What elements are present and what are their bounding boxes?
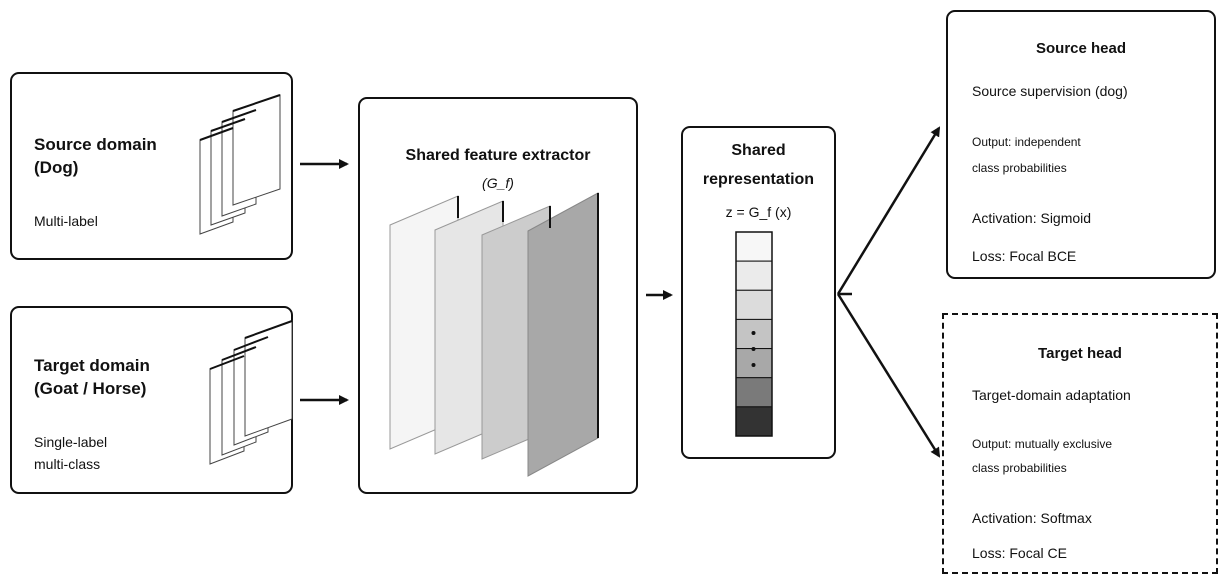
arrow-to-source-head: [836, 126, 941, 295]
target-domain-image-stack-icon: [209, 320, 293, 465]
target-head-title: Target head: [1038, 345, 1122, 362]
target-head-output-line2: class probabilities: [972, 461, 1067, 475]
source-head-title: Source head: [1035, 40, 1127, 57]
source-head-output-line1: Output: independent: [972, 135, 1081, 149]
target-domain-label-type-line1: Single-label: [34, 434, 108, 450]
feature-layer-4: [527, 192, 599, 477]
feature-extractor-symbol: (G_f): [482, 175, 514, 191]
source-domain-label-type: Multi-label: [34, 213, 98, 229]
representation-cell: [735, 406, 773, 437]
target-domain-title: Target domain: [34, 356, 150, 375]
source-head-box: [946, 10, 1216, 279]
feature-extractor-layers: [389, 192, 599, 477]
source-head-loss: Loss: Focal BCE: [972, 248, 1077, 264]
representation-cell: [735, 260, 773, 291]
ellipsis-dots-icon: [751, 331, 756, 367]
target-head-output-line1: Output: mutually exclusive: [972, 437, 1113, 451]
representation-title-line1: Shared: [731, 142, 786, 159]
source-domain-title: Source domain: [34, 135, 157, 154]
target-head-subtitle: Target-domain adaptation: [972, 387, 1131, 403]
target-head-activation: Activation: Softmax: [972, 510, 1092, 526]
feature-extractor-title: Shared feature extractor: [405, 147, 591, 164]
representation-cell: [735, 377, 773, 408]
source-head-activation: Activation: Sigmoid: [972, 210, 1092, 226]
source-head-output-line2: class probabilities: [972, 161, 1067, 175]
target-head-loss: Loss: Focal CE: [972, 545, 1067, 561]
target-domain-label-type-line2: multi-class: [34, 456, 101, 472]
representation-cell: [735, 231, 773, 262]
source-head-subtitle: Source supervision (dog): [972, 83, 1128, 99]
source-domain-image-stack-icon: [199, 94, 281, 235]
arrow-to-target-head: [836, 293, 941, 458]
target-domain-subtitle: (Goat / Horse): [34, 379, 147, 398]
representation-formula: z = G_f (x): [725, 204, 792, 220]
target-head-box: [942, 313, 1218, 574]
source-domain-subtitle: (Dog): [34, 158, 79, 177]
representation-cell: [735, 289, 773, 320]
representation-title-line2: representation: [702, 171, 815, 188]
